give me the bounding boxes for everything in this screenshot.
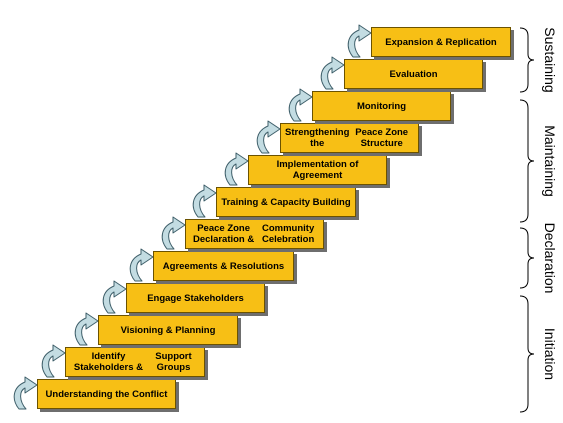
curved-arrow-icon [161,216,186,250]
curved-arrow-icon [74,312,99,346]
step-understanding-the-conflict: Understanding the Conflict [37,379,176,409]
curved-arrow-icon [256,120,281,154]
phase-label: Declaration [542,222,558,294]
curved-arrow-icon [129,248,154,282]
step-evaluation: Evaluation [344,59,483,89]
step-label-line: Peace Zone Structure [355,127,409,149]
step-label-line: Community Celebration [261,223,315,245]
curved-arrow-icon [102,280,127,314]
phase-brace [519,227,535,289]
step-label-line: Engage Stakeholders [147,292,244,304]
phase-brace [519,295,535,413]
curved-arrow-icon [320,56,345,90]
phase-brace [519,27,535,93]
step-label-line: Support Groups [155,351,192,373]
step-label-line: Understanding the Conflict [45,388,168,400]
step-training-capacity-building: Training & Capacity Building [216,187,356,217]
curved-arrow-icon [13,376,38,410]
step-label-line: Implementation of Agreement [276,159,359,181]
step-label-line: Peace Zone Declaration & [193,223,255,245]
step-identify-stakeholders: Identify Stakeholders & Support Groups [65,347,205,377]
step-label-line: Monitoring [356,100,407,112]
phase-label: Initiation [542,327,558,381]
step-strengthening-structure: Strengthening the Peace Zone Structure [280,123,419,153]
curved-arrow-icon [224,152,249,186]
step-engage-stakeholders: Engage Stakeholders [126,283,265,313]
step-label-line: Visioning & Planning [120,324,216,336]
step-expansion-replication: Expansion & Replication [371,27,511,57]
step-label-line: Agreements & Resolutions [162,260,285,272]
phase-label: Maintaining [542,125,558,197]
curved-arrow-icon [192,184,217,218]
phase-brace [519,99,535,223]
step-monitoring: Monitoring [312,91,451,121]
curved-arrow-icon [288,88,313,122]
step-visioning-planning: Visioning & Planning [98,315,238,345]
step-peace-zone-declaration: Peace Zone Declaration & Community Celeb… [185,219,324,249]
step-label-line: Strengthening the [285,127,350,149]
curved-arrow-icon [41,344,66,378]
phase-label: Sustaining [542,27,558,93]
curved-arrow-icon [347,24,372,58]
step-label-line: Evaluation [389,68,438,80]
step-implementation-of-agreement: Implementation of Agreement [248,155,387,185]
step-label-line: Expansion & Replication [385,36,497,48]
step-label-line: Identify Stakeholders & [73,351,144,373]
step-agreements-resolutions: Agreements & Resolutions [153,251,294,281]
step-label-line: Training & Capacity Building [221,196,351,208]
